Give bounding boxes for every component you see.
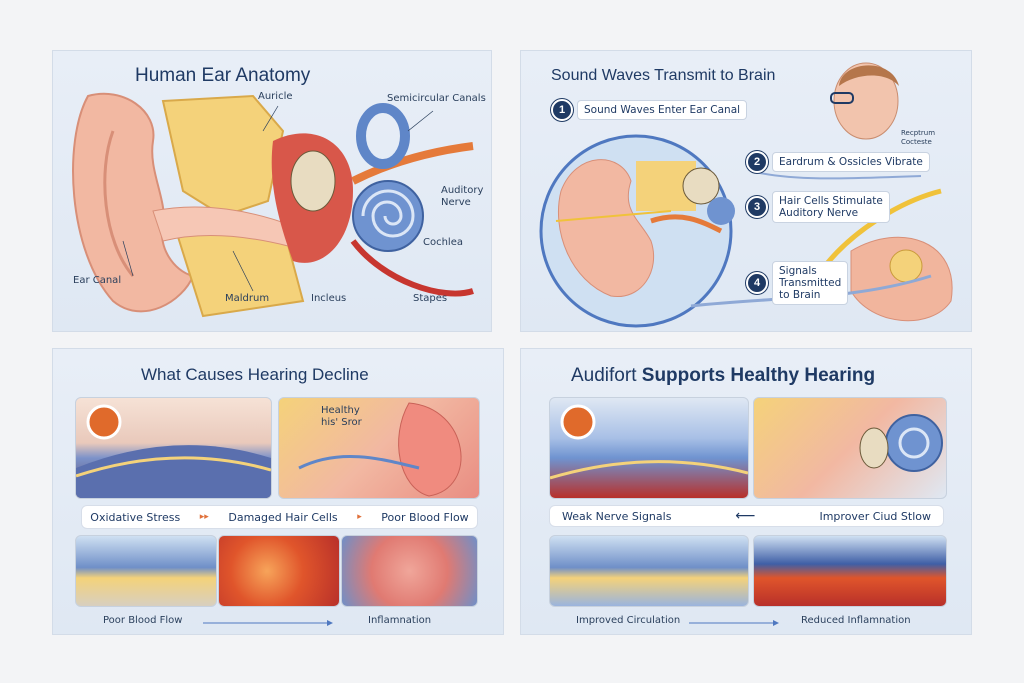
sound-path-illustration bbox=[539, 62, 953, 328]
healthy-ear-image bbox=[278, 397, 480, 499]
restored-hair-cells-image bbox=[549, 397, 749, 499]
causes-bar: Oxidative Stress ▸▸ Damaged Hair Cells ▸… bbox=[81, 505, 478, 529]
label-auricle: Auricle bbox=[258, 91, 293, 102]
arrow-icon bbox=[689, 620, 779, 626]
arrow-icon: ▸ bbox=[357, 512, 362, 522]
sound-path-panel: Sound Waves Transmit to Brain 1 Sound Wa… bbox=[520, 50, 972, 332]
audifort-panel: Audifort Supports Healthy Hearing Weak N… bbox=[520, 348, 972, 635]
hair-cells-image bbox=[75, 397, 272, 499]
healthy-ear-illustration bbox=[298, 402, 462, 497]
vessel-image bbox=[218, 535, 340, 607]
arrow-icon bbox=[203, 620, 333, 626]
inflammation-image bbox=[341, 535, 478, 607]
caption-reduced-inflammation: Reduced Inflamnation bbox=[801, 615, 911, 626]
label-semicircular-canals: Semicircular Canals bbox=[387, 93, 486, 104]
restored-hair-cells-illustration bbox=[550, 404, 748, 480]
anatomy-title: Human Ear Anatomy bbox=[135, 65, 311, 86]
step-3-number: 3 bbox=[746, 196, 768, 218]
caption-inflammation: Inflamnation bbox=[368, 615, 432, 626]
ear-anatomy-illustration bbox=[72, 92, 474, 318]
step-3-text: Hair Cells Stimulate Auditory Nerve bbox=[772, 191, 890, 223]
step-1: 1 Sound Waves Enter Ear Canal bbox=[551, 99, 748, 121]
hair-cells-illustration bbox=[76, 404, 271, 498]
label-cochlea: Cochlea bbox=[423, 237, 463, 248]
hearing-decline-panel: What Causes Hearing Decline Healthy his'… bbox=[52, 348, 504, 635]
ear-cochlea-image bbox=[753, 397, 947, 499]
label-auditory-nerve: Auditory Nerve bbox=[441, 185, 484, 208]
inset-label: Healthy his' Sror bbox=[321, 405, 362, 428]
anatomy-panel: Human Ear Anatomy Auricle Semicircular C… bbox=[52, 50, 492, 332]
step-3: 3 Hair Cells Stimulate Auditory Nerve bbox=[746, 191, 890, 223]
arrow-icon: ▸▸ bbox=[199, 512, 209, 522]
step-4: 4 Signals Transmitted to Brain bbox=[746, 261, 849, 305]
label-incleus: Incleus bbox=[311, 293, 347, 304]
improved-circulation-image bbox=[549, 535, 749, 607]
reduced-inflammation-image bbox=[753, 535, 947, 607]
audifort-tagline: Supports Healthy Hearing bbox=[641, 365, 876, 386]
caption-improved-circulation: Improved Circulation bbox=[576, 615, 681, 626]
label-stapes: Stapes bbox=[413, 293, 448, 304]
step-2-text: Eardrum & Ossicles Vibrate bbox=[772, 152, 930, 172]
label-maldrum: Maldrum bbox=[225, 293, 270, 304]
step-1-text: Sound Waves Enter Ear Canal bbox=[577, 100, 748, 120]
ear-cochlea-illustration bbox=[859, 414, 943, 472]
hearing-decline-title: What Causes Hearing Decline bbox=[141, 365, 369, 384]
label-ear-canal: Ear Canal bbox=[73, 275, 122, 286]
step-1-number: 1 bbox=[551, 99, 573, 121]
step-2: 2 Eardrum & Ossicles Vibrate bbox=[746, 151, 930, 173]
audifort-title: Audifort Supports Healthy Hearing bbox=[571, 365, 875, 387]
step-4-text: Signals Transmitted to Brain bbox=[772, 261, 849, 305]
support-bar: Weak Nerve Signals ⟵ Improver Ciud Stlow bbox=[549, 505, 944, 527]
step-4-number: 4 bbox=[746, 272, 768, 294]
weak-nerve-signals: Weak Nerve Signals bbox=[562, 509, 672, 523]
cause-oxidative-stress: Oxidative Stress bbox=[90, 510, 181, 524]
step-2-number: 2 bbox=[746, 151, 768, 173]
cause-poor-blood-flow: Poor Blood Flow bbox=[381, 510, 469, 524]
audifort-brand: Audifort bbox=[571, 365, 637, 386]
arrow-left-icon: ⟵ bbox=[735, 508, 756, 524]
brain-label: Recptrum Cocteste bbox=[901, 129, 936, 146]
cause-damaged-hair-cells: Damaged Hair Cells bbox=[228, 510, 338, 524]
blood-flow-image bbox=[75, 535, 217, 607]
sound-path-title: Sound Waves Transmit to Brain bbox=[551, 67, 776, 84]
improved-flow: Improver Ciud Stlow bbox=[819, 509, 931, 523]
caption-poor-blood-flow: Poor Blood Flow bbox=[103, 615, 183, 626]
